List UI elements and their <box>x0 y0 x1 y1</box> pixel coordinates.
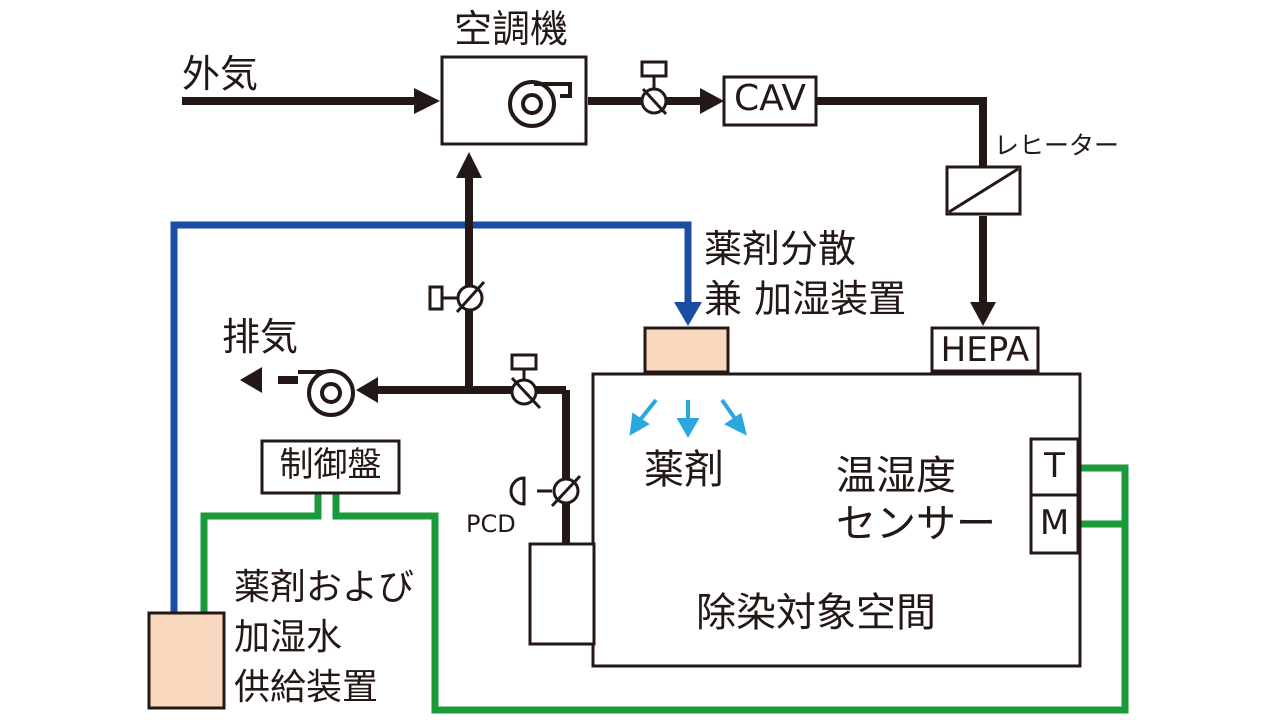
motorized-damper-exhaust <box>510 353 542 410</box>
sensor-t-label: T <box>1044 446 1065 486</box>
motorized-damper-ac-outlet <box>640 60 668 116</box>
dispenser-label-line1: 薬剤分散 <box>704 227 857 271</box>
control-panel-label: 制御盤 <box>279 445 382 485</box>
control-line-to-sensor <box>332 464 1129 714</box>
target-space-label: 除染対象空間 <box>696 590 936 636</box>
sensor-box <box>1029 437 1080 555</box>
air-conditioner-label: 空調機 <box>454 7 569 51</box>
exhaust-label: 排気 <box>222 315 299 359</box>
reheater-unit <box>945 165 1022 216</box>
cav-box <box>722 75 818 127</box>
supply-device <box>147 611 226 710</box>
agent-supply-line <box>170 221 702 614</box>
sensor-label-line1: 温湿度 <box>836 453 956 499</box>
cav-label: CAV <box>733 78 807 119</box>
sensor-m-label: M <box>1039 503 1070 543</box>
control-signal-lines <box>200 464 1129 714</box>
agent-mist-arrows <box>629 398 747 439</box>
ducts <box>182 97 987 546</box>
control-panel-box <box>260 439 401 495</box>
pcd-label: PCD <box>466 510 516 538</box>
fan-icon <box>508 80 572 128</box>
outside-air-label: 外気 <box>182 52 259 96</box>
control-line-to-supply <box>200 492 322 614</box>
air-conditioner-unit <box>440 55 588 146</box>
sensor-label-line2: センサー <box>836 501 996 547</box>
dispenser-humidifier-device <box>643 326 730 374</box>
pcd-box <box>528 542 596 646</box>
hepa-label: HEPA <box>940 330 1030 370</box>
supply-label-line3: 供給装置 <box>234 667 379 708</box>
duct-arrowheads <box>240 88 996 403</box>
supply-label-line1: 薬剤および <box>234 567 415 608</box>
damper-pcd <box>509 474 582 508</box>
agent-label: 薬剤 <box>644 447 724 493</box>
supply-label-line2: 加湿水 <box>234 617 343 658</box>
target-space-room <box>591 372 1082 668</box>
exhaust-fan-icon <box>298 369 355 417</box>
dispenser-label-line2: 兼 加湿装置 <box>704 277 907 321</box>
reheater-label: レヒーター <box>994 131 1120 160</box>
damper-return <box>428 280 486 314</box>
hepa-box <box>930 326 1040 373</box>
